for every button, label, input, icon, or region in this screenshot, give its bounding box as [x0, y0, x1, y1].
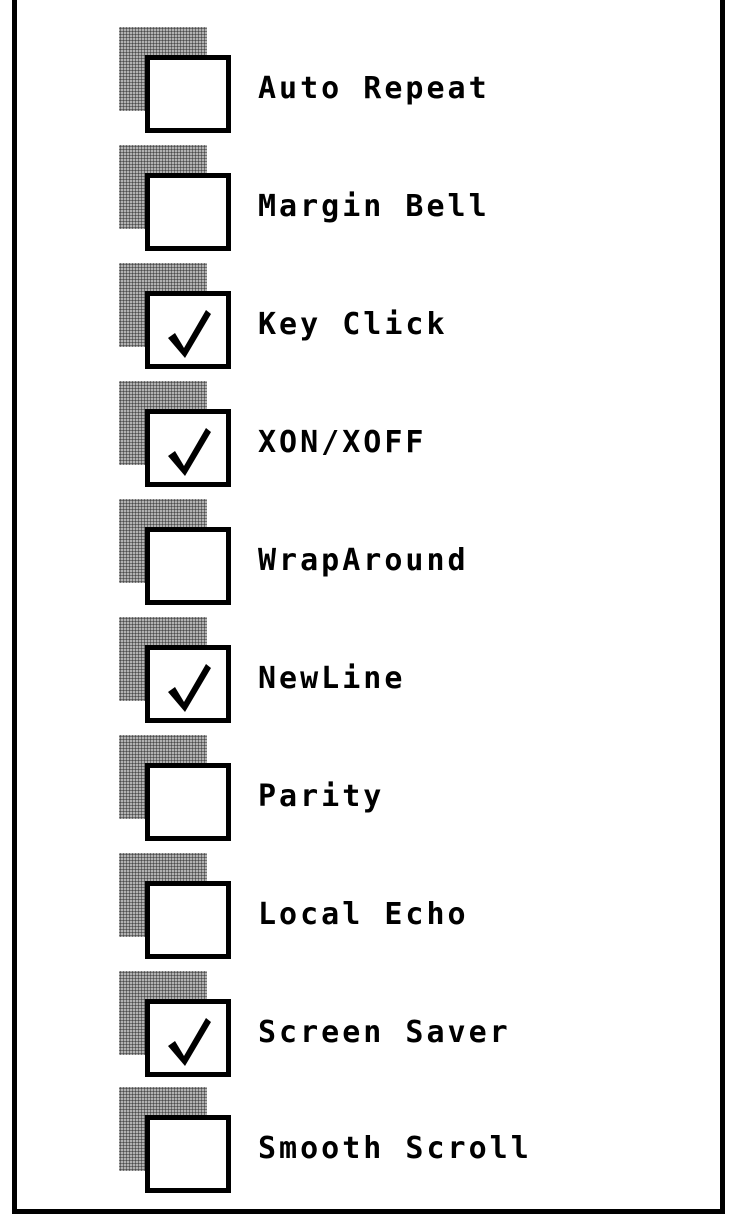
margin-bell-label: Margin Bell	[258, 189, 490, 224]
wraparound-checkbox[interactable]	[145, 527, 231, 605]
terminal-options-panel: Auto Repeat Margin Bell Key Click XON/XO…	[12, 0, 725, 1214]
screen-saver-checkbox[interactable]	[145, 999, 231, 1077]
wraparound-label: WrapAround	[258, 543, 469, 578]
checkmark-icon	[168, 310, 211, 358]
screen-saver-label: Screen Saver	[258, 1015, 511, 1050]
option-key-click[interactable]: Key Click	[119, 263, 679, 373]
option-smooth-scroll[interactable]: Smooth Scroll	[119, 1087, 679, 1197]
option-parity[interactable]: Parity	[119, 735, 679, 845]
parity-checkbox[interactable]	[145, 763, 231, 841]
option-auto-repeat[interactable]: Auto Repeat	[119, 27, 679, 137]
auto-repeat-label: Auto Repeat	[258, 71, 490, 106]
option-screen-saver[interactable]: Screen Saver	[119, 971, 679, 1081]
checkmark-icon	[168, 1018, 211, 1066]
auto-repeat-checkbox[interactable]	[145, 55, 231, 133]
parity-label: Parity	[258, 779, 385, 814]
xon-xoff-checkbox[interactable]	[145, 409, 231, 487]
xon-xoff-label: XON/XOFF	[258, 425, 427, 460]
key-click-checkbox[interactable]	[145, 291, 231, 369]
option-newline[interactable]: NewLine	[119, 617, 679, 727]
local-echo-checkbox[interactable]	[145, 881, 231, 959]
key-click-label: Key Click	[258, 307, 448, 342]
checkmark-icon	[168, 664, 211, 712]
smooth-scroll-checkbox[interactable]	[145, 1115, 231, 1193]
option-local-echo[interactable]: Local Echo	[119, 853, 679, 963]
checkmark-icon	[168, 428, 211, 476]
option-xon-xoff[interactable]: XON/XOFF	[119, 381, 679, 491]
newline-checkbox[interactable]	[145, 645, 231, 723]
margin-bell-checkbox[interactable]	[145, 173, 231, 251]
local-echo-label: Local Echo	[258, 897, 469, 932]
newline-label: NewLine	[258, 661, 406, 696]
smooth-scroll-label: Smooth Scroll	[258, 1131, 532, 1166]
option-margin-bell[interactable]: Margin Bell	[119, 145, 679, 255]
option-wraparound[interactable]: WrapAround	[119, 499, 679, 609]
